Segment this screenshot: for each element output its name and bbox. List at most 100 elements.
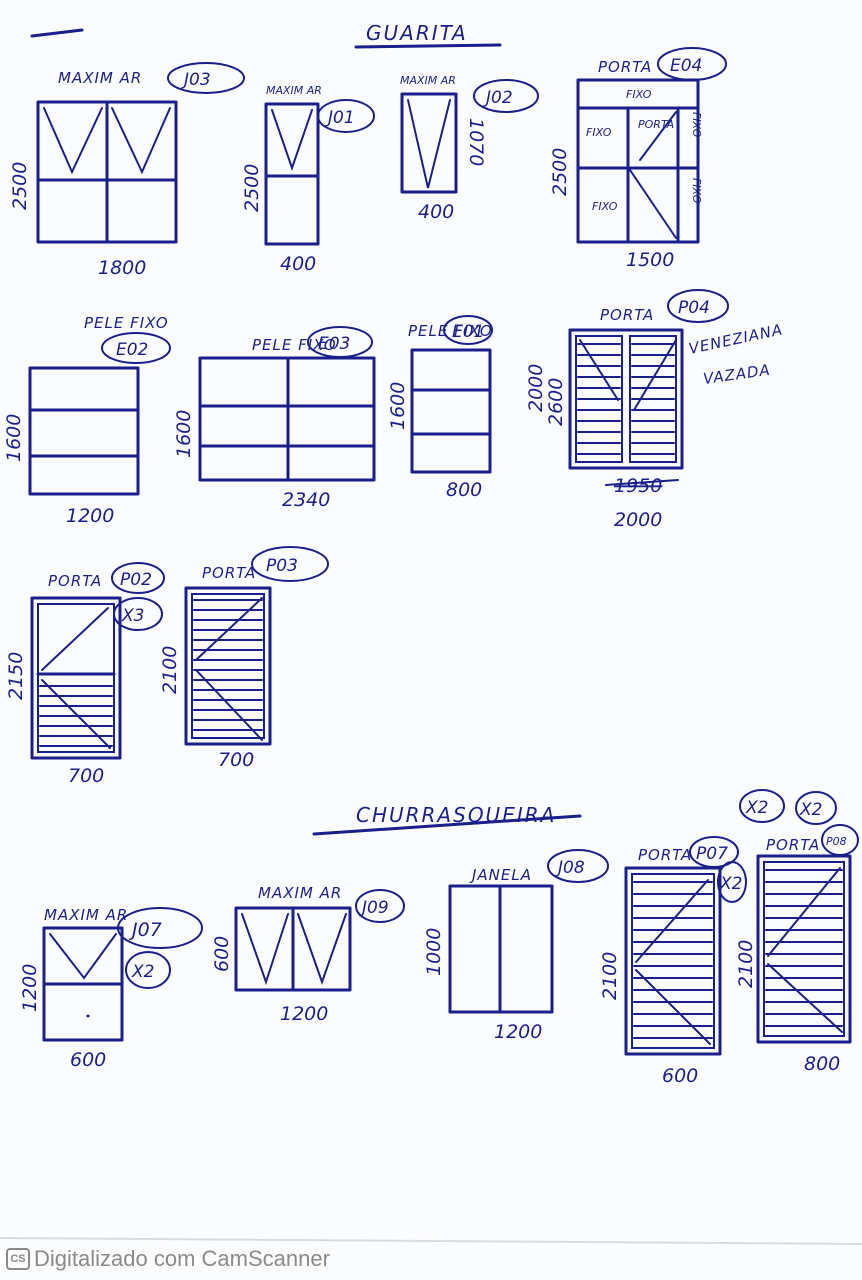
height-dim: 600 bbox=[211, 936, 233, 972]
height-dim: 1600 bbox=[3, 414, 25, 462]
height-dim: 1600 bbox=[173, 410, 195, 458]
code-circle bbox=[251, 546, 329, 582]
leaf bbox=[763, 861, 845, 1037]
mullions bbox=[576, 106, 700, 244]
scan-edge bbox=[0, 1237, 862, 1245]
item-label: PELE FIXO bbox=[252, 336, 337, 354]
door-p04: PORTA P04 1950 2000 2000 2600 VENEZIANA … bbox=[525, 289, 785, 531]
door-p07: PORTA P07 X2 600 2100 bbox=[599, 836, 747, 1087]
width-dim-struck: 1950 bbox=[614, 475, 662, 497]
height-dim: 2100 bbox=[599, 952, 621, 1000]
window-j09: MAXIM AR J09 1200 600 bbox=[211, 884, 405, 1025]
item-label: JANELA bbox=[469, 866, 532, 884]
item-qty-b: X2 bbox=[799, 800, 822, 820]
height-dim-a: 2000 bbox=[525, 364, 547, 412]
height-dim-b: 2600 bbox=[545, 378, 567, 426]
code-circle bbox=[547, 849, 609, 883]
note: VAZADA bbox=[702, 361, 772, 388]
width-dim: 1800 bbox=[98, 257, 146, 279]
window-j02: MAXIM AR J02 400 1070 bbox=[400, 74, 539, 223]
code-circle bbox=[473, 79, 539, 113]
height-dim: 1070 bbox=[465, 118, 487, 166]
item-qty: X3 bbox=[121, 606, 144, 626]
item-qty: X2 bbox=[131, 962, 154, 982]
item-code: J09 bbox=[359, 898, 389, 918]
leaf-left bbox=[575, 335, 623, 463]
code-circle bbox=[667, 289, 729, 323]
louvre-slats bbox=[193, 599, 263, 731]
code-circle bbox=[111, 562, 165, 594]
window-j07: MAXIM AR J07 X2 600 1200 bbox=[19, 906, 203, 1071]
frame bbox=[400, 92, 458, 194]
door-p02: PORTA P02 X3 700 2150 bbox=[5, 562, 165, 787]
strike-line bbox=[605, 479, 679, 486]
item-label: MAXIM AR bbox=[58, 69, 142, 87]
item-code: P02 bbox=[120, 570, 152, 590]
title-underline bbox=[312, 814, 582, 836]
panel-label: FIXO bbox=[592, 200, 618, 213]
code-circle bbox=[101, 332, 171, 364]
leaf bbox=[37, 603, 115, 753]
width-dim: 400 bbox=[418, 201, 454, 223]
louvre-slats bbox=[633, 881, 713, 1039]
leaf-right bbox=[629, 335, 677, 463]
item-label: PORTA bbox=[202, 564, 256, 582]
item-label: PORTA bbox=[48, 572, 102, 590]
height-dim: 2150 bbox=[5, 652, 27, 700]
item-code: J02 bbox=[483, 88, 513, 108]
door-p03: PORTA P03 700 2100 bbox=[159, 546, 329, 771]
height-dim: 2100 bbox=[735, 940, 757, 988]
item-label: MAXIM AR bbox=[266, 84, 322, 97]
height-dim: 2100 bbox=[159, 646, 181, 694]
item-label: MAXIM AR bbox=[400, 74, 456, 87]
item-label: PORTA bbox=[600, 306, 654, 324]
section-title-guarita: GUARITA bbox=[366, 21, 468, 45]
item-code: P08 bbox=[826, 835, 847, 848]
item-code: E03 bbox=[318, 334, 350, 354]
qty-circle bbox=[739, 789, 785, 823]
panel-e02: PELE FIXO E02 1200 1600 bbox=[3, 314, 171, 527]
window-j01: MAXIM AR J01 400 2500 bbox=[241, 84, 375, 275]
frame bbox=[576, 78, 700, 244]
height-dim: 1200 bbox=[19, 964, 41, 1012]
height-dim: 1600 bbox=[387, 382, 409, 430]
opening-marks bbox=[767, 867, 843, 1033]
width-dim: 1200 bbox=[494, 1021, 542, 1043]
width-dim: 1200 bbox=[66, 505, 114, 527]
item-label: PORTA bbox=[598, 58, 652, 76]
title-underline bbox=[354, 43, 502, 49]
item-label: PORTA bbox=[638, 846, 692, 864]
opening-marks bbox=[49, 933, 117, 980]
item-code: J08 bbox=[555, 858, 585, 878]
width-dim: 400 bbox=[280, 253, 316, 275]
width-dim: 2000 bbox=[614, 509, 662, 531]
width-dim: 600 bbox=[662, 1065, 698, 1087]
louvre-slats bbox=[39, 685, 113, 747]
width-dim: 2340 bbox=[282, 489, 330, 511]
panel-label: FIXO bbox=[626, 88, 652, 101]
frame bbox=[756, 854, 852, 1044]
note: VENEZIANA bbox=[687, 320, 785, 358]
item-code: J07 bbox=[128, 919, 162, 941]
height-dim: 1000 bbox=[423, 928, 445, 976]
item-code: P04 bbox=[678, 298, 710, 318]
window-j08: JANELA J08 1200 1000 bbox=[423, 849, 609, 1043]
item-label: PORTA bbox=[766, 836, 820, 854]
opening-marks bbox=[271, 109, 313, 172]
frame bbox=[410, 348, 492, 474]
door-p08: X2 X2 PORTA P08 800 2100 bbox=[735, 789, 859, 1075]
qty-circle bbox=[717, 861, 747, 903]
item-code: P07 bbox=[696, 844, 728, 864]
opening-marks bbox=[629, 111, 677, 239]
item-label: MAXIM AR bbox=[258, 884, 342, 902]
code-circle bbox=[167, 62, 245, 94]
camscanner-logo: CS bbox=[6, 1248, 30, 1270]
panel-label: FIXO bbox=[690, 178, 703, 204]
width-dim: 800 bbox=[804, 1053, 840, 1075]
item-label: PELE FIXO bbox=[408, 322, 493, 340]
louvre-slats bbox=[765, 869, 843, 1027]
width-dim: 600 bbox=[70, 1049, 106, 1071]
item-code: J01 bbox=[325, 108, 355, 128]
opening-marks bbox=[43, 107, 171, 175]
